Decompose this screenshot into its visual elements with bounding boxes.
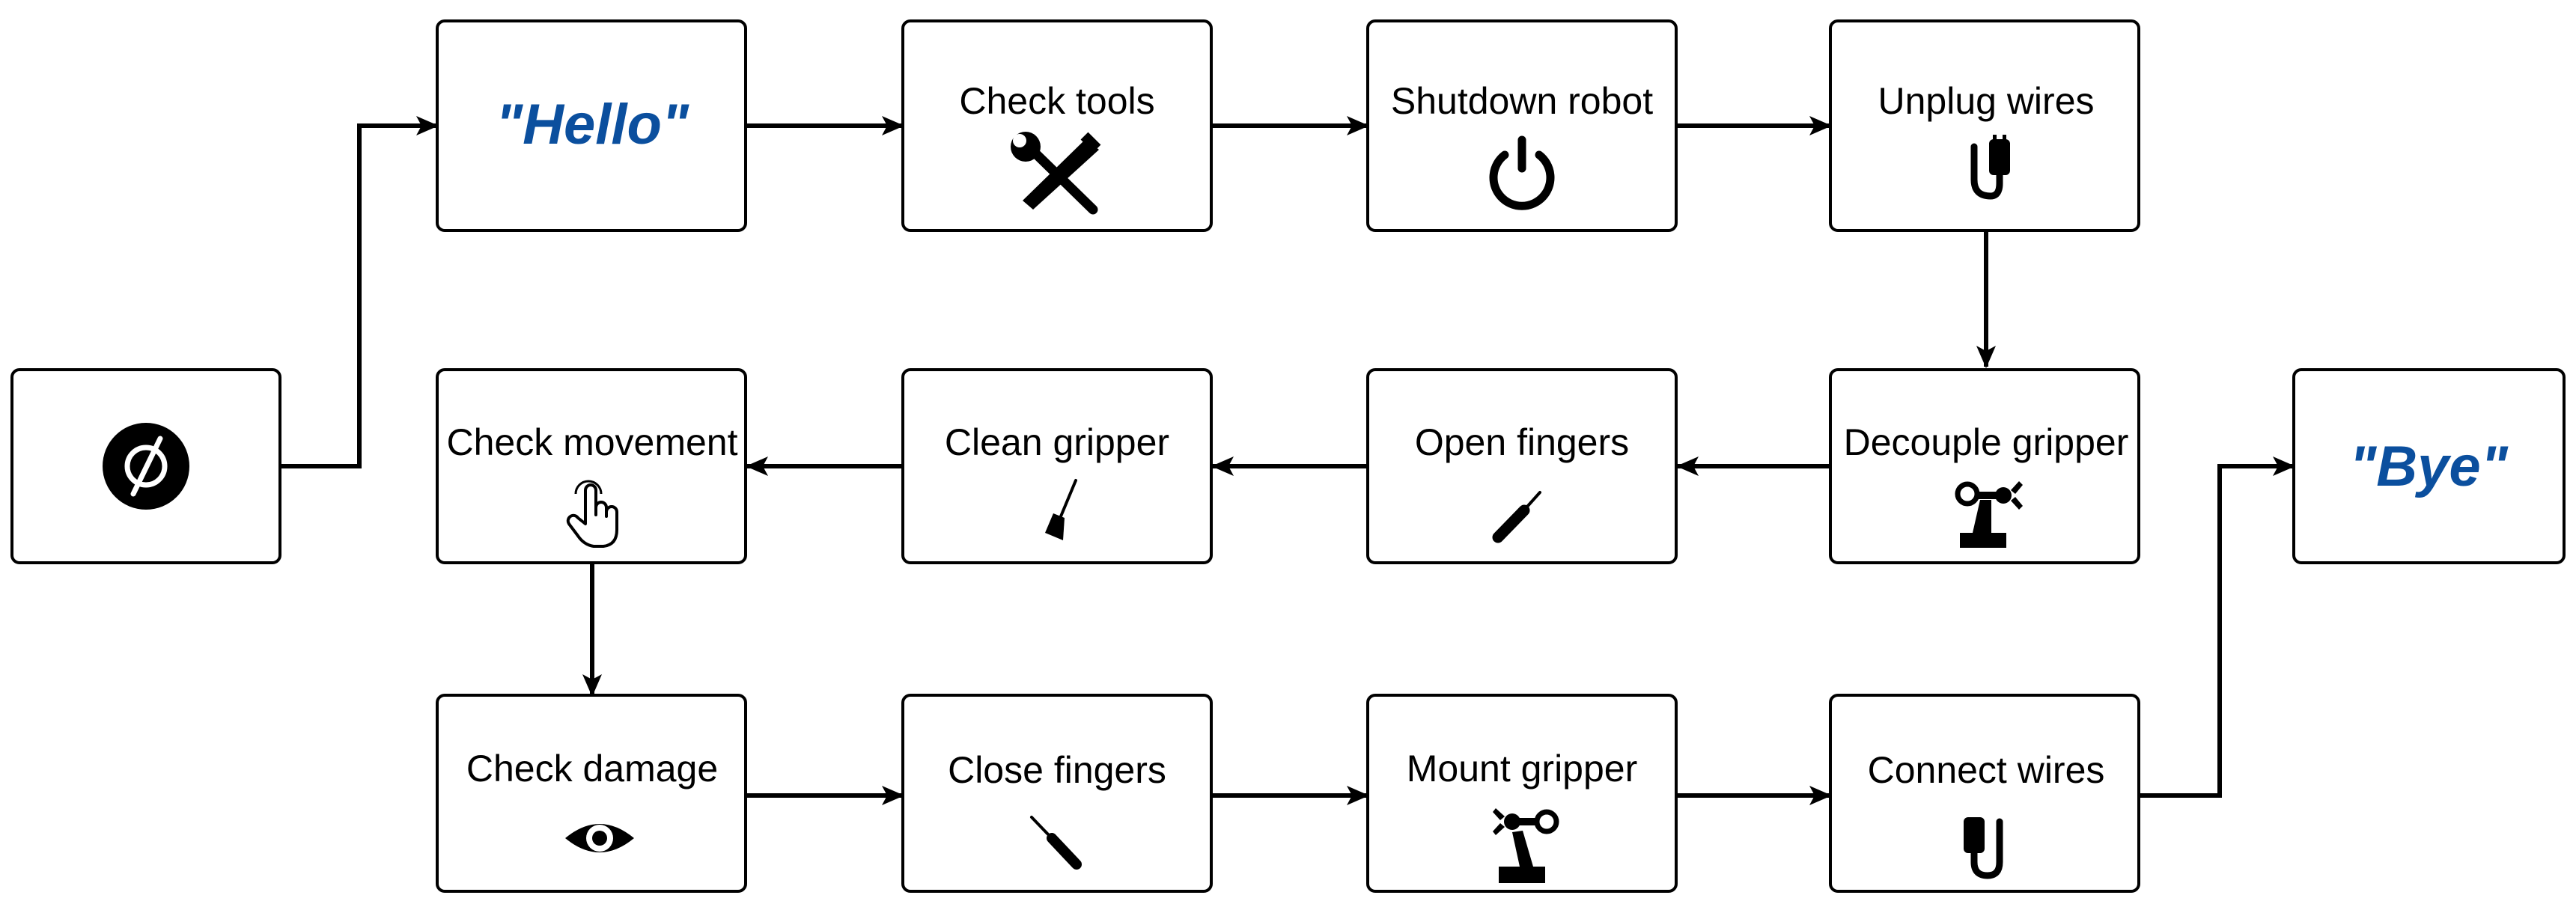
tools-icon (1011, 132, 1101, 215)
bye-label: "Bye" (2349, 435, 2508, 498)
eye-icon (565, 824, 634, 852)
open-fingers-label: Open fingers (1415, 421, 1629, 463)
node-decouple-gripper[interactable]: Decouple gripper (1829, 368, 2140, 564)
unplug-wires-label: Unplug wires (1878, 80, 2094, 122)
robot-arm-icon (1493, 808, 1559, 883)
screwdriver-icon (1492, 491, 1541, 543)
broom-icon (1045, 479, 1077, 540)
node-hello[interactable]: "Hello" (436, 19, 747, 232)
hand-pointer-icon (566, 480, 618, 548)
node-close-fingers[interactable]: Close fingers (901, 694, 1213, 893)
screwdriver-icon (1030, 816, 1082, 870)
hello-label: "Hello" (496, 93, 689, 156)
shutdown-robot-label: Shutdown robot (1391, 80, 1653, 122)
empty-set-icon (103, 423, 189, 510)
power-icon (1489, 135, 1555, 210)
clean-gripper-label: Clean gripper (945, 421, 1169, 463)
node-connect-wires[interactable]: Connect wires (1829, 694, 2140, 893)
node-clean-gripper[interactable]: Clean gripper (901, 368, 1213, 564)
node-check-damage[interactable]: Check damage (436, 694, 747, 893)
node-mount-gripper[interactable]: Mount gripper (1366, 694, 1678, 893)
check-tools-label: Check tools (959, 80, 1154, 122)
plug-icon (1970, 135, 2010, 200)
check-movement-label: Check movement (446, 421, 737, 463)
connect-wires-label: Connect wires (1868, 749, 2105, 791)
mount-gripper-label: Mount gripper (1407, 748, 1638, 790)
edges (281, 116, 2295, 805)
node-shutdown-robot[interactable]: Shutdown robot (1366, 19, 1678, 232)
node-bye[interactable]: "Bye" (2292, 368, 2566, 564)
node-check-tools[interactable]: Check tools (901, 19, 1213, 232)
node-start[interactable] (10, 368, 281, 564)
node-open-fingers[interactable]: Open fingers (1366, 368, 1678, 564)
close-fingers-label: Close fingers (948, 749, 1166, 791)
node-unplug-wires[interactable]: Unplug wires (1829, 19, 2140, 232)
edge-start-hello (281, 116, 439, 468)
check-damage-label: Check damage (466, 748, 718, 790)
edge-connect-bye (2140, 456, 2295, 798)
node-check-movement[interactable]: Check movement (436, 368, 747, 564)
plug-icon (1964, 817, 2003, 879)
decouple-gripper-label: Decouple gripper (1844, 421, 2129, 463)
robot-arm-icon (1955, 481, 2023, 548)
